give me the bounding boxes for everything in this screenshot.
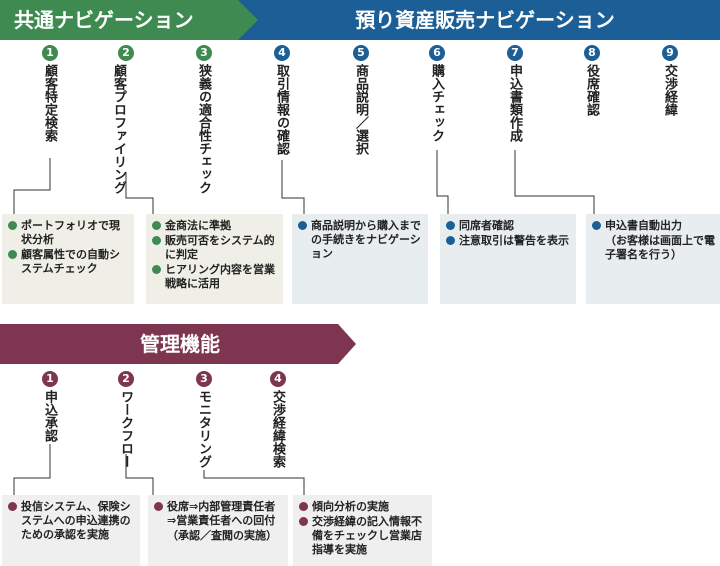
- box-item-text: 申込書自動出力: [605, 219, 682, 232]
- step-label: 交渉経緯: [662, 64, 677, 116]
- step-label: 顧客プロファイリング: [111, 64, 126, 194]
- step-label: 商品説明／選択: [353, 64, 368, 155]
- step-label: 狭義の適合性チェック: [196, 64, 211, 194]
- nav-connectors: [13, 150, 595, 214]
- step-label: ワークフロー: [118, 390, 133, 468]
- step-label: 申込書類作成: [507, 64, 522, 142]
- management-banner-shape: [0, 324, 356, 364]
- management-title: 管理機能: [140, 332, 220, 356]
- step-label: 役席確認: [584, 64, 599, 116]
- box-note: （お客様は画面上で電子署名を行う）: [605, 234, 715, 261]
- step-number: 3: [196, 45, 212, 61]
- bullet-icon: [152, 265, 161, 274]
- connector-2: [125, 172, 154, 214]
- box-item-text: 金商法に準拠: [165, 219, 231, 232]
- box-item: 注意取引は警告を表示: [446, 234, 572, 248]
- box-item-text: ヒアリング内容を営業戦略に活用: [165, 263, 275, 290]
- bullet-icon: [298, 221, 307, 230]
- box-item: 顧客属性での自動システムチェック: [8, 248, 130, 276]
- bullet-icon: [8, 250, 17, 259]
- box-item-text: 傾向分析の実施: [312, 500, 389, 513]
- sales-nav-title: 預り資産販売ナビゲーション: [355, 8, 615, 32]
- step-number: 4: [274, 45, 290, 61]
- step-label: 顧客特定検索: [42, 64, 57, 142]
- connector-7: [514, 150, 595, 214]
- bullet-icon: [299, 517, 308, 526]
- bullet-icon: [152, 236, 161, 245]
- nav-box-3: 商品説明から購入までの手続きをナビゲーション: [292, 214, 428, 304]
- step-number: 5: [353, 45, 369, 61]
- box-item: 金商法に準拠: [152, 219, 279, 233]
- step-label: 取引情報の確認: [274, 64, 289, 155]
- step-number: 6: [429, 45, 445, 61]
- common-nav-title: 共通ナビゲーション: [14, 8, 194, 32]
- mgmt-box-3: 傾向分析の実施 交渉経緯の記入情報不備をチェックし営業店指導を実施: [293, 495, 432, 566]
- connector-6: [436, 150, 449, 214]
- connector-1: [13, 158, 51, 214]
- step-label: 交渉経緯検索: [270, 390, 285, 468]
- box-item-text: 注意取引は警告を表示: [459, 234, 569, 247]
- box-note: （承認／査閲の実施）: [167, 529, 277, 542]
- bullet-icon: [154, 502, 163, 511]
- mgmt-box-2: 役席⇒内部管理責任者⇒営業責任者への回付 （承認／査閲の実施）: [148, 495, 288, 566]
- box-item-text: ポートフォリオで現状分析: [21, 219, 120, 246]
- mgmt-box-1: 投信システム、保険システムへの申込連携のための承認を実施: [2, 495, 140, 566]
- bullet-icon: [592, 221, 601, 230]
- nav-box-2: 金商法に準拠 販売可否をシステム的に判定 ヒアリング内容を営業戦略に活用: [146, 214, 283, 304]
- box-item: 傾向分析の実施: [299, 500, 428, 514]
- step-number: 2: [118, 45, 134, 61]
- box-item-text: 同席者確認: [459, 219, 514, 232]
- step-label: 購入チェック: [429, 64, 444, 142]
- box-item: 役席⇒内部管理責任者⇒営業責任者への回付: [154, 500, 284, 528]
- step-number: 1: [42, 45, 58, 61]
- bullet-icon: [8, 502, 17, 511]
- box-item-text: 顧客属性での自動システムチェック: [21, 248, 120, 275]
- box-item: 交渉経緯の記入情報不備をチェックし営業店指導を実施: [299, 515, 428, 557]
- box-item: ポートフォリオで現状分析: [8, 219, 130, 247]
- box-item-text: 商品説明から購入までの手続きをナビゲーション: [311, 219, 421, 260]
- step-number: 8: [584, 45, 600, 61]
- top-banner: [0, 0, 720, 40]
- connector-m1: [13, 444, 51, 495]
- step-label: 申込承認: [42, 390, 57, 442]
- step-number: 1: [42, 371, 58, 387]
- connector-4: [281, 160, 305, 214]
- connector-m3: [203, 470, 305, 495]
- step-number: 9: [662, 45, 678, 61]
- nav-box-4: 同席者確認 注意取引は警告を表示: [440, 214, 576, 304]
- nav-box-1: ポートフォリオで現状分析 顧客属性での自動システムチェック: [2, 214, 134, 304]
- step-number: 2: [118, 371, 134, 387]
- bullet-icon: [446, 221, 455, 230]
- step-number: 3: [196, 371, 212, 387]
- bullet-icon: [446, 236, 455, 245]
- box-item: 販売可否をシステム的に判定: [152, 234, 279, 262]
- bullet-icon: [8, 221, 17, 230]
- box-item: 投信システム、保険システムへの申込連携のための承認を実施: [8, 500, 136, 542]
- step-number: 4: [270, 371, 286, 387]
- box-item: ヒアリング内容を営業戦略に活用: [152, 263, 279, 291]
- box-item: 同席者確認: [446, 219, 572, 233]
- step-number: 7: [507, 45, 523, 61]
- box-item: 商品説明から購入までの手続きをナビゲーション: [298, 219, 424, 261]
- connector-m2: [125, 454, 154, 495]
- bullet-icon: [152, 221, 161, 230]
- management-banner: [0, 324, 356, 364]
- box-item-text: 交渉経緯の記入情報不備をチェックし営業店指導を実施: [312, 515, 422, 556]
- bullet-icon: [299, 502, 308, 511]
- common-nav-banner-shape: [0, 0, 258, 40]
- step-label-text: 顧客プロファイリング: [111, 64, 126, 194]
- nav-box-5: 申込書自動出力 （お客様は画面上で電子署名を行う）: [586, 214, 720, 304]
- step-label: モニタリング: [196, 390, 211, 468]
- box-item-text: 販売可否をシステム的に判定: [165, 234, 275, 261]
- box-item: 申込書自動出力: [592, 219, 716, 233]
- box-item-text: 役席⇒内部管理責任者⇒営業責任者への回付: [167, 500, 276, 527]
- mgmt-connectors: [13, 444, 305, 495]
- box-item-text: 投信システム、保険システムへの申込連携のための承認を実施: [21, 500, 131, 541]
